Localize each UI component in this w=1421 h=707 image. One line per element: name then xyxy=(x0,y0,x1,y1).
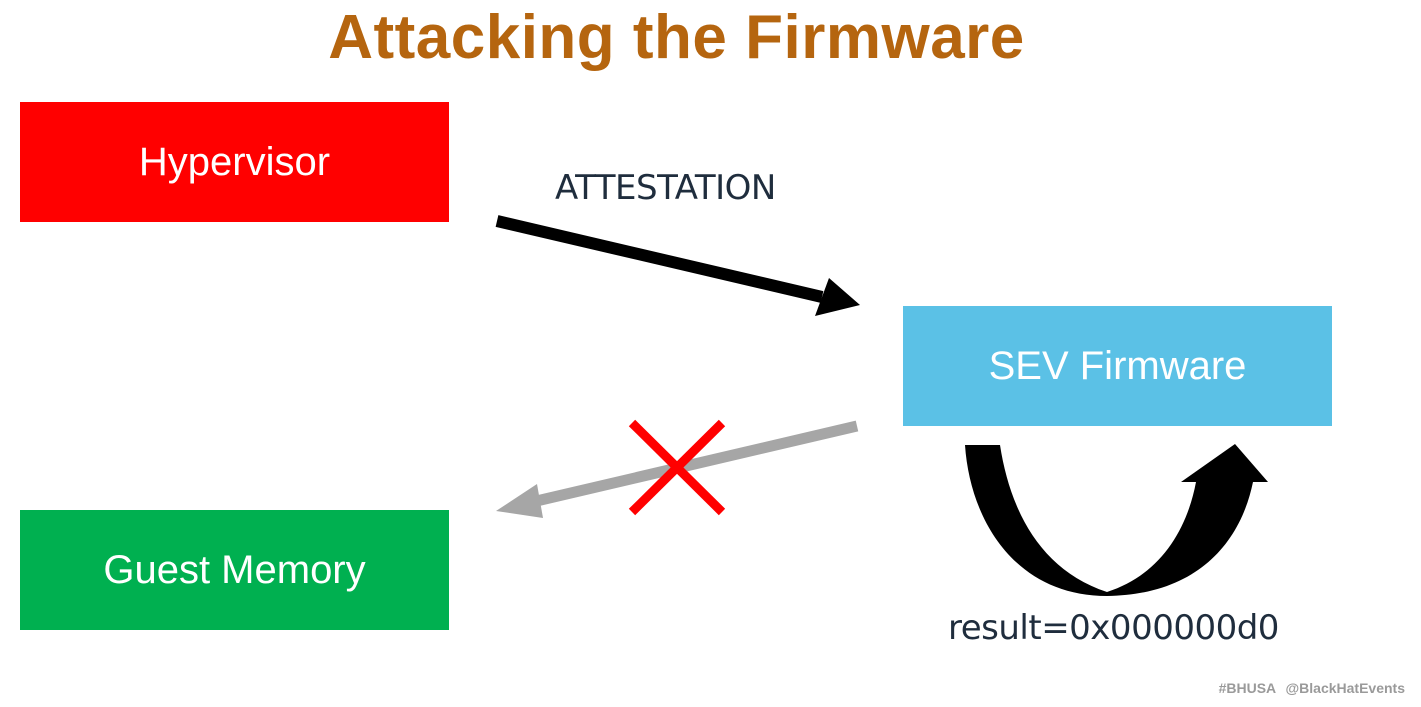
result-label: result=0x000000d0 xyxy=(948,608,1279,648)
attestation-label: ATTESTATION xyxy=(555,168,776,208)
sev-firmware-box: SEV Firmware xyxy=(903,306,1332,426)
blocked-cross-icon xyxy=(628,419,726,516)
hypervisor-box: Hypervisor xyxy=(20,102,449,222)
sev-firmware-label: SEV Firmware xyxy=(988,343,1247,388)
slide-title: Attacking the Firmware xyxy=(328,3,1025,72)
guest-memory-label: Guest Memory xyxy=(103,547,366,592)
guest-memory-box: Guest Memory xyxy=(20,510,449,630)
hypervisor-label: Hypervisor xyxy=(138,139,331,184)
attestation-arrow xyxy=(495,215,860,316)
footer-hashtags: #BHUSA @BlackHatEvents xyxy=(1218,680,1405,696)
blocked-arrow xyxy=(496,420,859,518)
loop-back-arrow xyxy=(965,444,1268,596)
